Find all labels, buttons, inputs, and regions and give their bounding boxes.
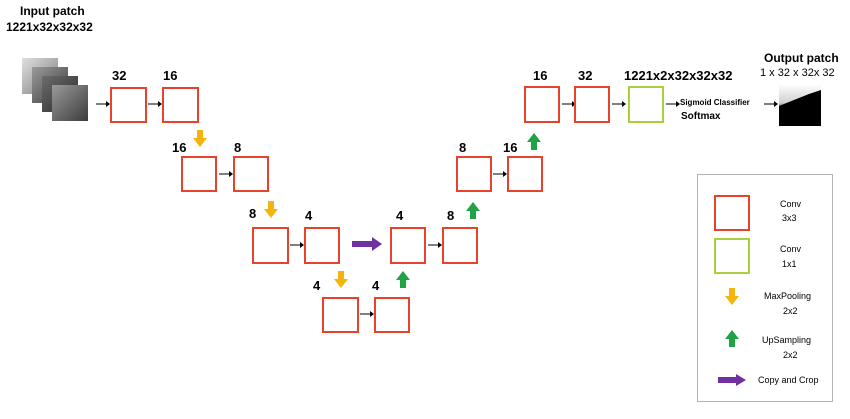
dec2-label-a: 8 bbox=[459, 140, 467, 155]
conv-block-bottom-a bbox=[322, 297, 359, 333]
maxpool-arrow-icon bbox=[193, 130, 207, 147]
conv-block-dec1-a bbox=[524, 86, 560, 123]
enc2-label-a: 16 bbox=[172, 140, 187, 155]
conv-block-dec2-b bbox=[507, 156, 543, 192]
dec1-label-b: 32 bbox=[578, 68, 593, 83]
flow-arrow bbox=[428, 242, 442, 248]
enc2-label-b: 8 bbox=[234, 140, 242, 155]
dec3-label-a: 4 bbox=[396, 208, 404, 223]
upsample-arrow-icon bbox=[466, 202, 480, 219]
conv-block-dec3-a bbox=[390, 227, 426, 264]
legend-conv1x1-sub: 1x1 bbox=[782, 259, 797, 269]
legend-upsample-sub: 2x2 bbox=[783, 350, 798, 360]
enc3-label-b: 4 bbox=[305, 208, 313, 223]
flow-arrow bbox=[96, 101, 110, 107]
flow-arrow bbox=[493, 171, 507, 177]
conv-block-enc3-a bbox=[252, 227, 289, 264]
enc1-label-a: 32 bbox=[112, 68, 127, 83]
input-patch-stack-image bbox=[22, 58, 88, 121]
legend-panel: Conv 3x3 Conv 1x1 MaxPooling 2x2 UpSampl… bbox=[697, 174, 833, 402]
conv-1x1-block bbox=[628, 86, 664, 123]
conv-block-dec1-b bbox=[574, 86, 610, 123]
copy-crop-arrow-icon bbox=[352, 237, 382, 251]
legend-copy-crop-icon bbox=[718, 374, 746, 386]
legend-maxpool-sub: 2x2 bbox=[783, 306, 798, 316]
flow-arrow bbox=[219, 171, 233, 177]
flow-arrow bbox=[764, 101, 778, 107]
output-shape: 1 x 32 x 32x 32 bbox=[760, 67, 835, 79]
conv-block-bottom-b bbox=[374, 297, 410, 333]
flow-arrow bbox=[360, 311, 374, 317]
conv-block-enc2-a bbox=[181, 156, 217, 192]
conv-block-dec2-a bbox=[456, 156, 492, 192]
conv-block-enc1-b bbox=[162, 87, 199, 123]
legend-conv1x1-icon bbox=[714, 238, 750, 274]
dec2-label-b: 16 bbox=[503, 140, 518, 155]
flow-arrow bbox=[290, 242, 304, 248]
flow-arrow bbox=[666, 101, 680, 107]
input-title: Input patch bbox=[20, 4, 85, 18]
dec1-label-a: 16 bbox=[533, 68, 548, 83]
legend-conv3x3-icon bbox=[714, 195, 750, 231]
dec3-label-b: 8 bbox=[447, 208, 455, 223]
upsample-arrow-icon bbox=[527, 133, 541, 150]
legend-maxpool-name: MaxPooling bbox=[764, 291, 812, 301]
bottom-label-b: 4 bbox=[372, 278, 380, 293]
flow-arrow bbox=[148, 101, 162, 107]
conv-block-dec3-b bbox=[442, 227, 478, 264]
flow-arrow bbox=[612, 101, 626, 107]
input-shape: 1221x32x32x32 bbox=[6, 20, 93, 34]
legend-copy-crop-name: Copy and Crop bbox=[758, 375, 819, 385]
legend-conv1x1-name: Conv bbox=[780, 244, 802, 254]
legend-upsample-icon bbox=[725, 330, 739, 347]
legend-upsample-name: UpSampling bbox=[762, 335, 812, 345]
conv-block-enc2-b bbox=[233, 156, 269, 192]
upsample-arrow-icon bbox=[396, 271, 410, 288]
enc3-label-a: 8 bbox=[249, 206, 257, 221]
maxpool-arrow-icon bbox=[334, 271, 348, 288]
classifier-label: Sigmoid Classifier bbox=[680, 98, 750, 107]
bottom-label-a: 4 bbox=[313, 278, 321, 293]
conv-block-enc1-a bbox=[110, 87, 147, 123]
conv-block-enc3-b bbox=[304, 227, 340, 264]
legend-conv3x3-sub: 3x3 bbox=[782, 213, 797, 223]
legend-maxpool-icon bbox=[725, 288, 739, 305]
final-output-label: 1221x2x32x32x32 bbox=[624, 68, 733, 83]
legend-conv3x3-name: Conv bbox=[780, 199, 802, 209]
maxpool-arrow-icon bbox=[264, 201, 278, 218]
output-patch-image bbox=[779, 84, 821, 126]
enc1-label-b: 16 bbox=[163, 68, 178, 83]
output-title: Output patch bbox=[764, 51, 839, 65]
classifier-label-2: Softmax bbox=[681, 111, 721, 122]
